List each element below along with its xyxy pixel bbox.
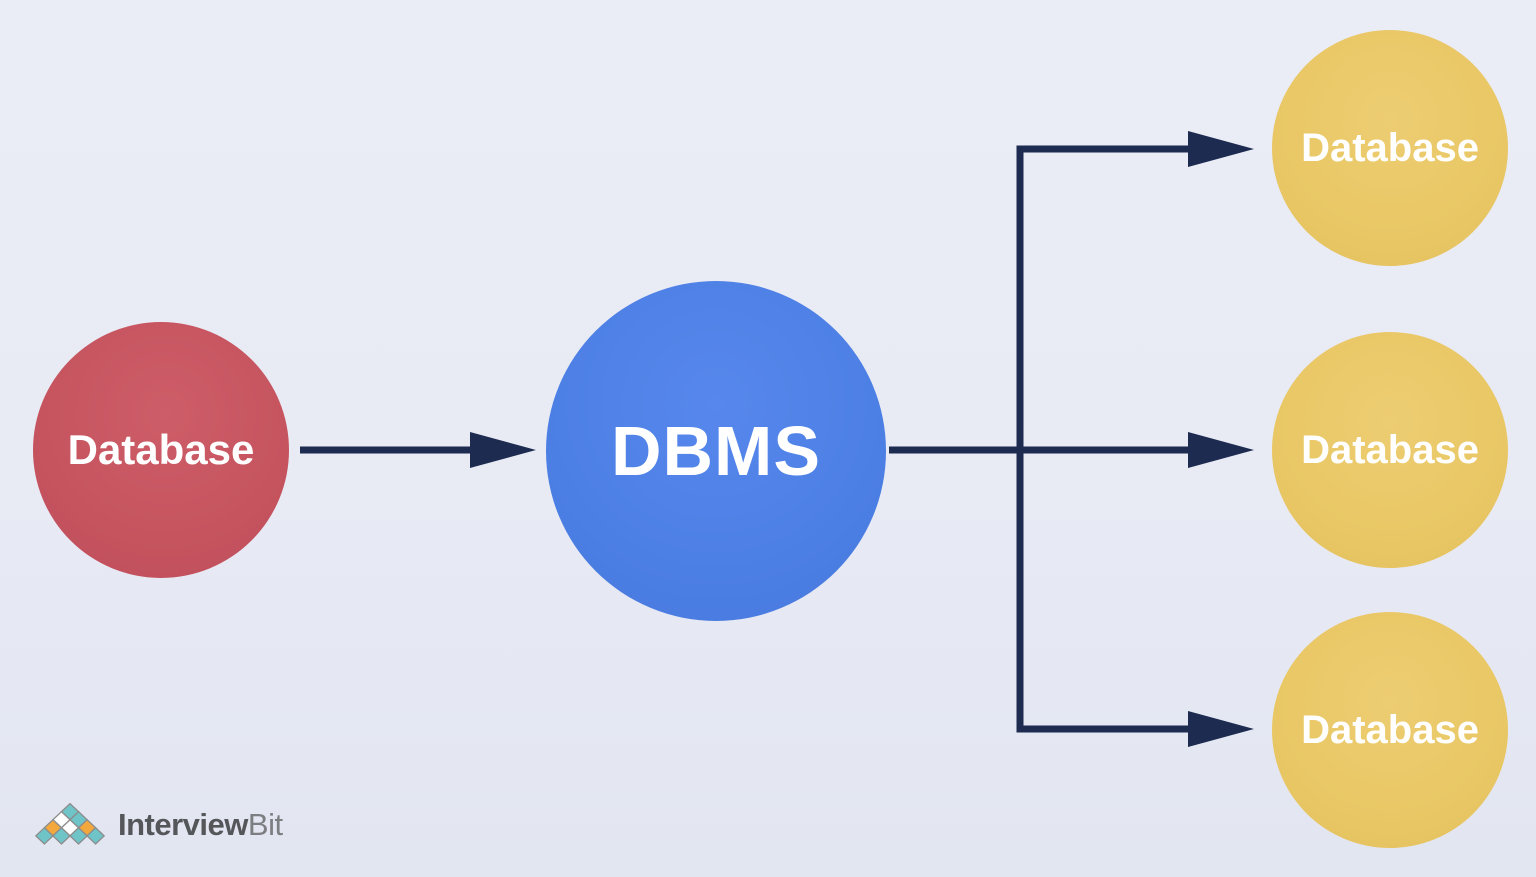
interviewbit-wordmark: InterviewBit: [118, 809, 283, 840]
source-database-node: Database: [33, 322, 289, 578]
arrow-source-to-dbms-icon: [300, 432, 536, 468]
interviewbit-pyramid-icon: [34, 802, 106, 845]
logo-text-interview: Interview: [118, 806, 248, 842]
dbms-node: DBMS: [546, 281, 886, 621]
logo-text-bit: Bit: [247, 806, 283, 842]
target-database-node-1: Database: [1272, 30, 1508, 266]
target-database-node-2: Database: [1272, 332, 1508, 568]
target-database-node-3: Database: [1272, 612, 1508, 848]
interviewbit-logo: InterviewBit: [33, 799, 283, 849]
dbms-label: DBMS: [610, 412, 822, 490]
target-database-label-1: Database: [1301, 125, 1479, 170]
target-database-label-2: Database: [1301, 427, 1479, 472]
source-database-label: Database: [67, 426, 255, 473]
target-database-label-3: Database: [1301, 707, 1479, 752]
arrow-dbms-to-targets-icon: [889, 131, 1254, 747]
